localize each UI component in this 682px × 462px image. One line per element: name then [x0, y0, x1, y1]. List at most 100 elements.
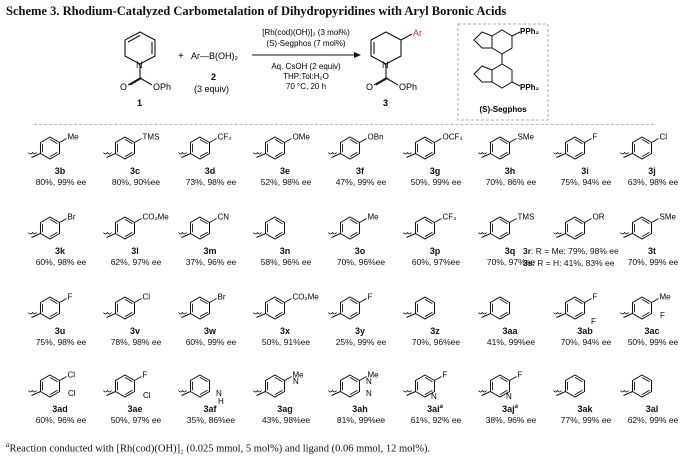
compound-label: 3af: [203, 404, 217, 414]
substituent-label: Me: [68, 133, 80, 142]
compound-label: 3y: [354, 326, 365, 336]
condition-ligand: (S)-Segphos (7 mol%): [266, 39, 345, 48]
yield-ee: 41%, 99%ee: [486, 337, 536, 347]
substituent-label: Cl: [68, 371, 76, 380]
product-ar-group: Ar: [413, 28, 422, 38]
atom-label: N: [431, 392, 437, 401]
aryl-structure: Me: [28, 133, 80, 160]
product-ester: OPh: [399, 82, 417, 92]
aryl-structure: Br: [28, 213, 76, 240]
compound-label: 3aia: [427, 404, 443, 414]
substituent-label: Me: [368, 371, 380, 380]
compound-label: 3d: [204, 166, 216, 176]
compound-label: 3ad: [52, 404, 68, 414]
aryl-structure: OMe: [253, 133, 310, 160]
compound-label: 3x: [279, 326, 290, 336]
yield-ee: 62%, 97% ee: [110, 257, 162, 267]
aryl-structure: FN: [403, 371, 448, 401]
compound-label: 3aa: [502, 326, 518, 336]
yield-ee: 81%, 99%ee: [336, 415, 386, 425]
aryl-structure: OBn: [328, 133, 384, 160]
yield-ee: 60%, 96% ee: [35, 415, 87, 425]
compound-label: 3p: [429, 246, 441, 256]
compound-label: 3j: [648, 166, 656, 176]
aryl-structure: OCF₃: [403, 133, 463, 160]
compound-label: 3k: [54, 246, 65, 256]
aryl-structure: F: [328, 293, 373, 320]
yield-ee: 43%, 98%ee: [261, 415, 311, 425]
atom-label: H: [218, 397, 224, 406]
substituent-label: TMS: [143, 133, 160, 142]
substituent-label: Me: [293, 371, 305, 380]
substituent-label: CO₂Me: [143, 213, 170, 222]
scheme-caption: Scheme 3. Rhodium-Catalyzed Carbometalat…: [6, 4, 507, 18]
compound-label: 3ak: [577, 404, 593, 414]
compound-label: 3c: [129, 166, 140, 176]
atom-label: N: [216, 389, 222, 398]
substituent-label: Me: [368, 213, 380, 222]
compound-label: 3v: [129, 326, 140, 336]
compound-label: 3n: [279, 246, 291, 256]
atom-label: N: [366, 389, 372, 398]
segphos-name: (S)-Segphos: [479, 105, 527, 114]
sm1-label: 1: [137, 98, 142, 108]
compound-label: 3ab: [577, 326, 593, 336]
yield-ee: 35%, 86%ee: [186, 415, 236, 425]
dihydropyridine-structure: [124, 31, 156, 86]
atom-label: F: [660, 311, 665, 320]
substituent-label: SMe: [518, 133, 535, 142]
reaction-scheme: N O OPh 1 + Ar—B(OH)₂ 2 (3 equiv) [Rh(co…: [120, 23, 549, 121]
aryl-structure: Me: [328, 213, 380, 240]
yield-ee: 70%, 97%ee: [486, 257, 536, 267]
product-carbonyl-o: O: [366, 82, 373, 92]
segphos-pph2-top: PPh₂: [520, 27, 540, 36]
reagent-label: 2: [211, 72, 216, 82]
aryl-structure: Cl: [103, 293, 150, 320]
substituent-label: CF₃: [443, 213, 457, 222]
aryl-structure: CF₃: [178, 133, 231, 160]
footnote: aReaction conducted with [Rh(cod)(OH)]₂ …: [6, 441, 430, 455]
aryl-structure: NH: [178, 374, 224, 406]
compound-label: 3g: [429, 166, 441, 176]
aryl-structure: [253, 216, 286, 240]
product-structure: [370, 31, 413, 86]
compound-label: 3t: [647, 246, 656, 256]
substituent-label: CN: [218, 213, 230, 222]
aryl-structure: Br: [178, 293, 226, 320]
substituent-label: F: [443, 371, 448, 380]
yield-ee: 37%, 96% ee: [185, 257, 237, 267]
substituent-label: F: [518, 371, 523, 380]
aryl-structure: F: [28, 293, 73, 320]
compound-label: 3b: [54, 166, 66, 176]
dhp-n-atom: N: [136, 60, 143, 70]
substituent-label: F: [368, 293, 373, 302]
aryl-structure: [553, 374, 586, 398]
aryl-structure: [620, 374, 653, 398]
dhp-ester: OPh: [153, 82, 171, 92]
section-divider: [34, 124, 654, 125]
compound-label: 3ag: [277, 404, 293, 414]
compound-label: 3ae: [127, 404, 143, 414]
aryl-structure: MeN: [253, 371, 305, 398]
yield-ee: 70%, 86% ee: [485, 177, 537, 187]
substituent-label: SMe: [660, 213, 677, 222]
